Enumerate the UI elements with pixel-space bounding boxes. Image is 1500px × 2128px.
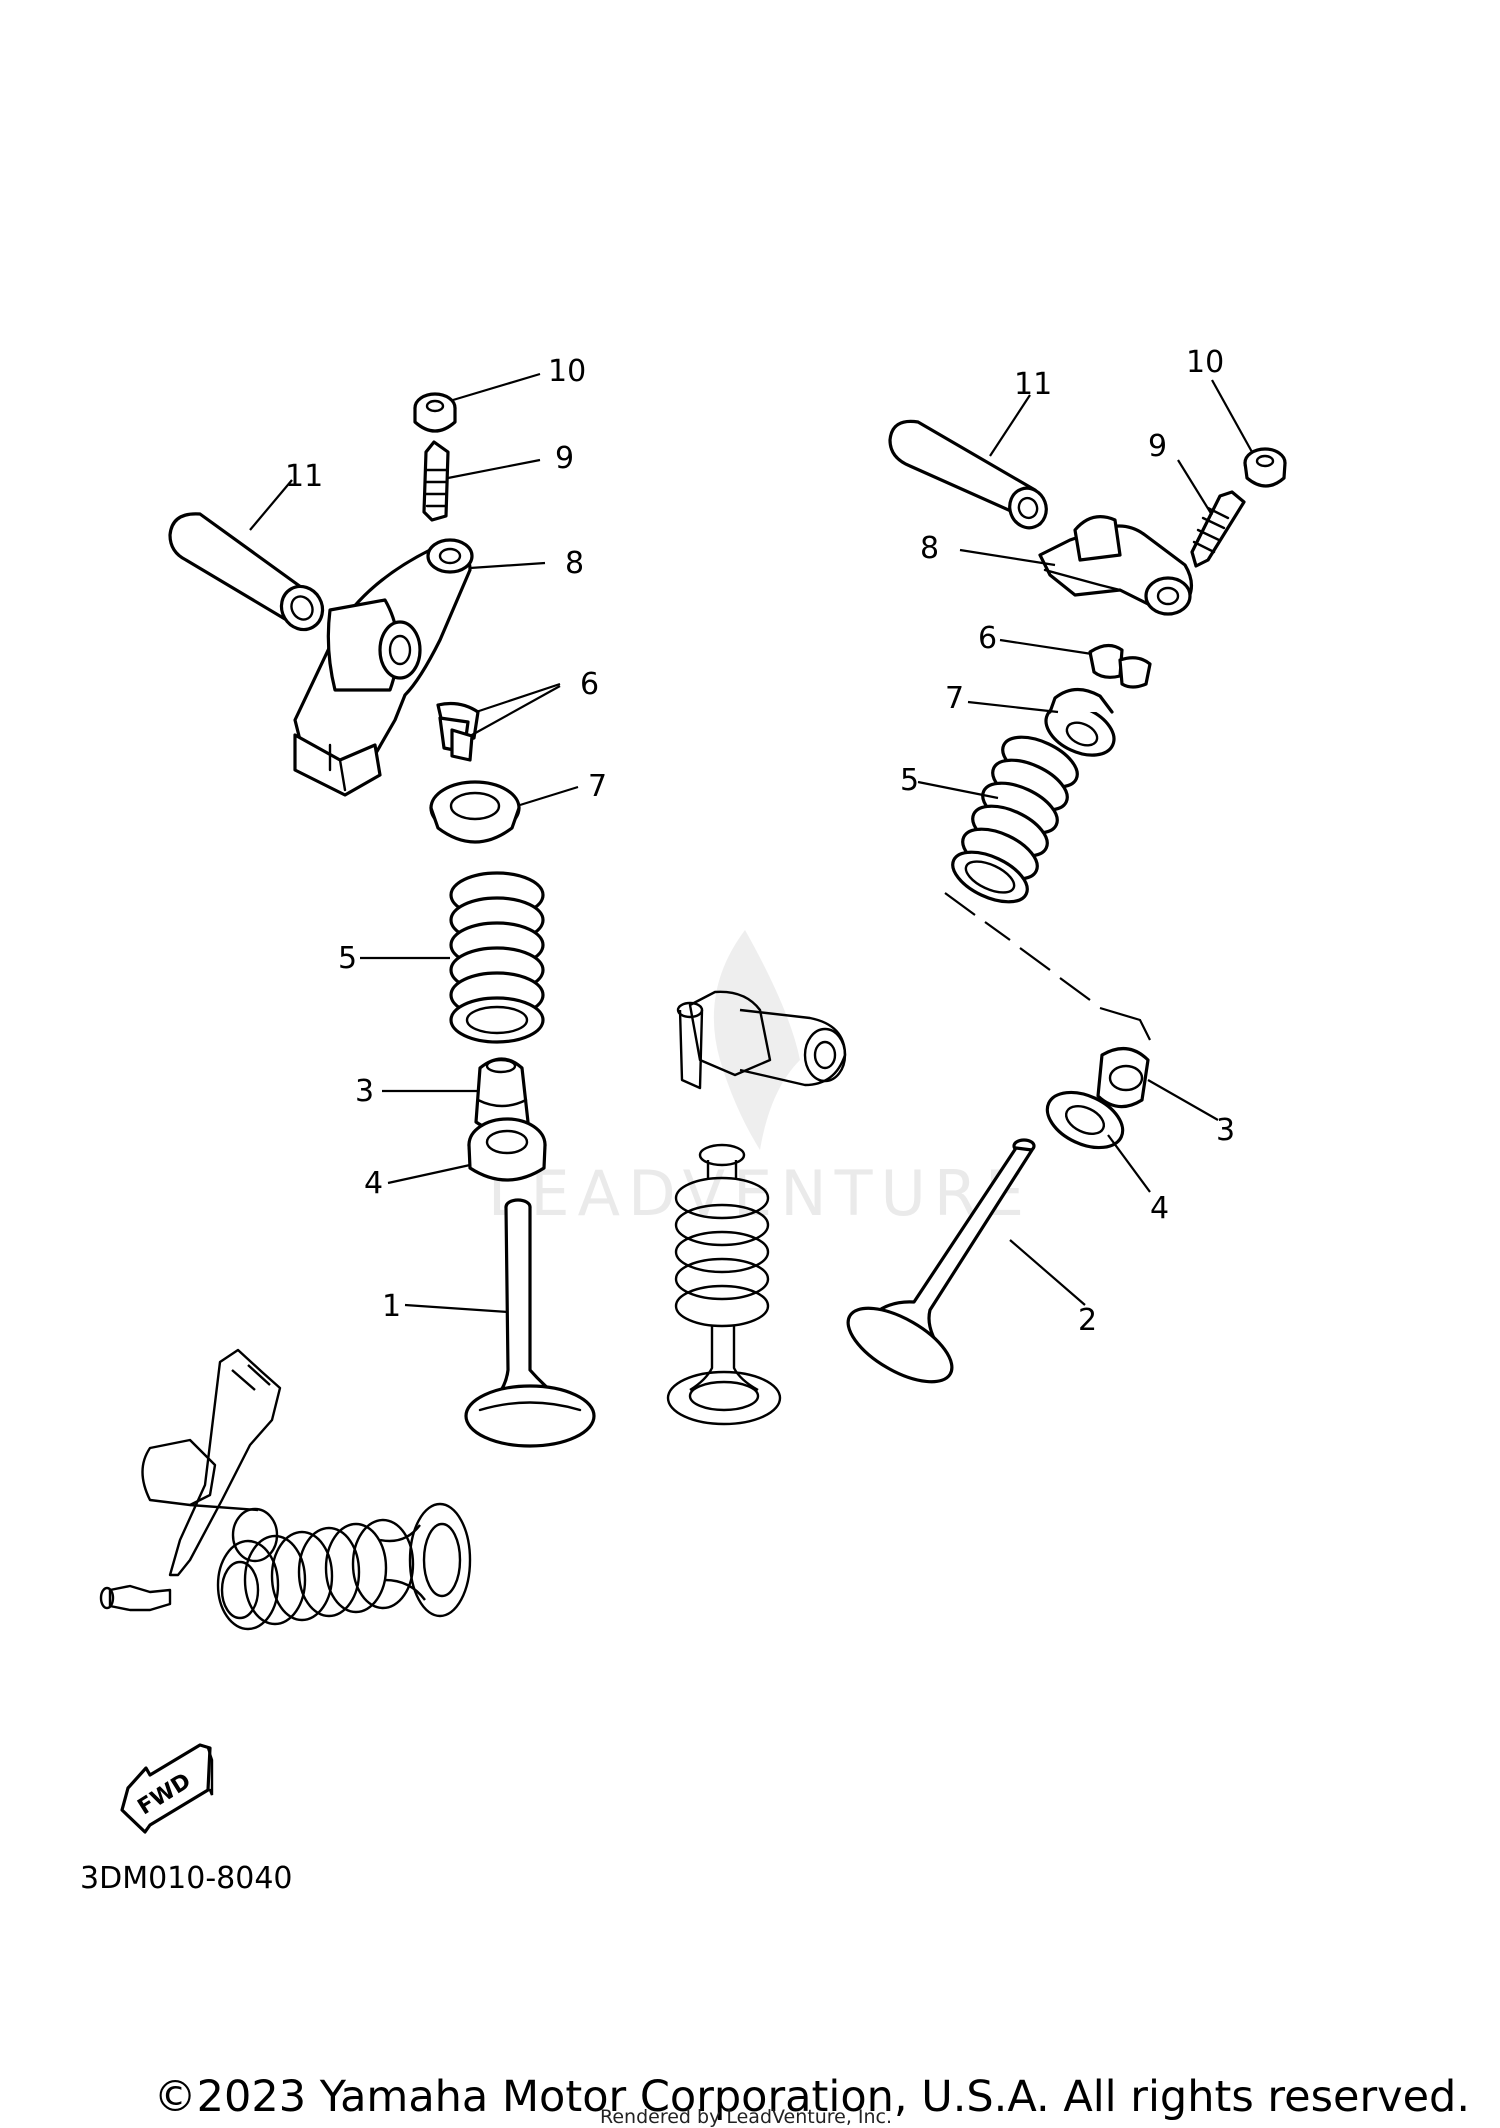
lower-left-reference-assembly xyxy=(99,1348,472,1631)
right-part-8-rocker-arm xyxy=(1038,515,1193,616)
left-part-6-cotters xyxy=(436,701,480,762)
diagram-code: 3DM010-8040 xyxy=(80,1861,293,1896)
left-part-4-seat xyxy=(467,1117,547,1182)
rendered-by-notice: Rendered by LeadVenture, Inc. xyxy=(600,2106,893,2128)
left-leader-9 xyxy=(447,458,541,480)
right-leader-9 xyxy=(1177,459,1213,516)
left-part-1-valve xyxy=(464,1198,596,1448)
right-part-7-retainer xyxy=(1044,687,1116,757)
left-part-7-retainer xyxy=(429,780,521,844)
right-label-4: 4 xyxy=(1150,1191,1169,1226)
right-leader-2 xyxy=(1009,1239,1086,1306)
left-label-6: 6 xyxy=(580,667,599,702)
center-reference-assembly xyxy=(666,990,847,1426)
left-label-11: 11 xyxy=(285,459,323,494)
right-part-3-seal xyxy=(1096,1047,1150,1109)
left-part-11-shaft xyxy=(168,512,325,632)
left-part-8-rocker-arm xyxy=(293,538,474,797)
left-leader-6b xyxy=(469,685,561,737)
left-part-9-screw xyxy=(422,440,450,522)
left-label-5: 5 xyxy=(338,941,357,976)
right-label-2: 2 xyxy=(1078,1303,1097,1338)
left-label-3: 3 xyxy=(355,1074,374,1109)
right-leader-11 xyxy=(989,394,1031,457)
watermark: LEADVENTURE xyxy=(488,930,1032,1230)
right-valve-assembly: 11 10 9 8 6 7 5 3 4 2 xyxy=(846,345,1287,1384)
right-part-5-spring xyxy=(951,735,1079,904)
right-part-10-nut xyxy=(1243,447,1287,488)
right-part-2-valve xyxy=(846,1138,1036,1384)
right-part-11-shaft xyxy=(888,419,1048,530)
right-part-9-screw xyxy=(1190,490,1246,568)
left-label-8: 8 xyxy=(565,546,584,581)
right-label-7: 7 xyxy=(945,681,964,716)
right-leader-6 xyxy=(999,638,1093,656)
left-valve-assembly: 10 9 11 8 6 7 5 3 4 1 xyxy=(168,354,607,1448)
left-label-9: 9 xyxy=(555,441,574,476)
left-part-5-spring xyxy=(449,871,545,1044)
left-label-7: 7 xyxy=(588,769,607,804)
fwd-arrow-icon: FWD xyxy=(120,1743,214,1834)
right-part-6-cotters xyxy=(1088,643,1152,689)
right-label-6: 6 xyxy=(978,621,997,656)
right-label-8: 8 xyxy=(920,531,939,566)
left-leader-1 xyxy=(404,1303,509,1314)
left-leader-8 xyxy=(469,561,546,570)
right-label-10: 10 xyxy=(1186,345,1224,380)
copyright-notice: ©2023 Yamaha Motor Corporation, U.S.A. A… xyxy=(153,2072,1470,2122)
right-label-5: 5 xyxy=(900,763,919,798)
left-leader-11 xyxy=(249,479,293,531)
right-leader-8 xyxy=(959,548,1056,567)
left-label-10: 10 xyxy=(548,354,586,389)
watermark-logo-icon xyxy=(713,930,800,1150)
right-label-3: 3 xyxy=(1216,1113,1235,1148)
right-leader-10 xyxy=(1211,379,1253,453)
right-label-9: 9 xyxy=(1148,429,1167,464)
watermark-text: LEADVENTURE xyxy=(488,1157,1032,1230)
right-part-4-seat xyxy=(1045,1090,1125,1150)
right-leader-3 xyxy=(1147,1079,1219,1121)
right-leader-5 xyxy=(917,780,999,800)
left-label-1: 1 xyxy=(382,1289,401,1324)
right-leader-4 xyxy=(1107,1134,1151,1193)
left-leader-7 xyxy=(519,785,579,807)
right-assembly-line xyxy=(944,892,1151,1041)
right-leader-7 xyxy=(967,700,1059,714)
left-leader-10 xyxy=(452,372,541,402)
right-label-11: 11 xyxy=(1014,367,1052,402)
left-leader-4 xyxy=(387,1163,471,1185)
left-part-10-nut xyxy=(413,392,457,433)
left-label-4: 4 xyxy=(364,1166,383,1201)
left-leader-6a xyxy=(475,682,561,714)
